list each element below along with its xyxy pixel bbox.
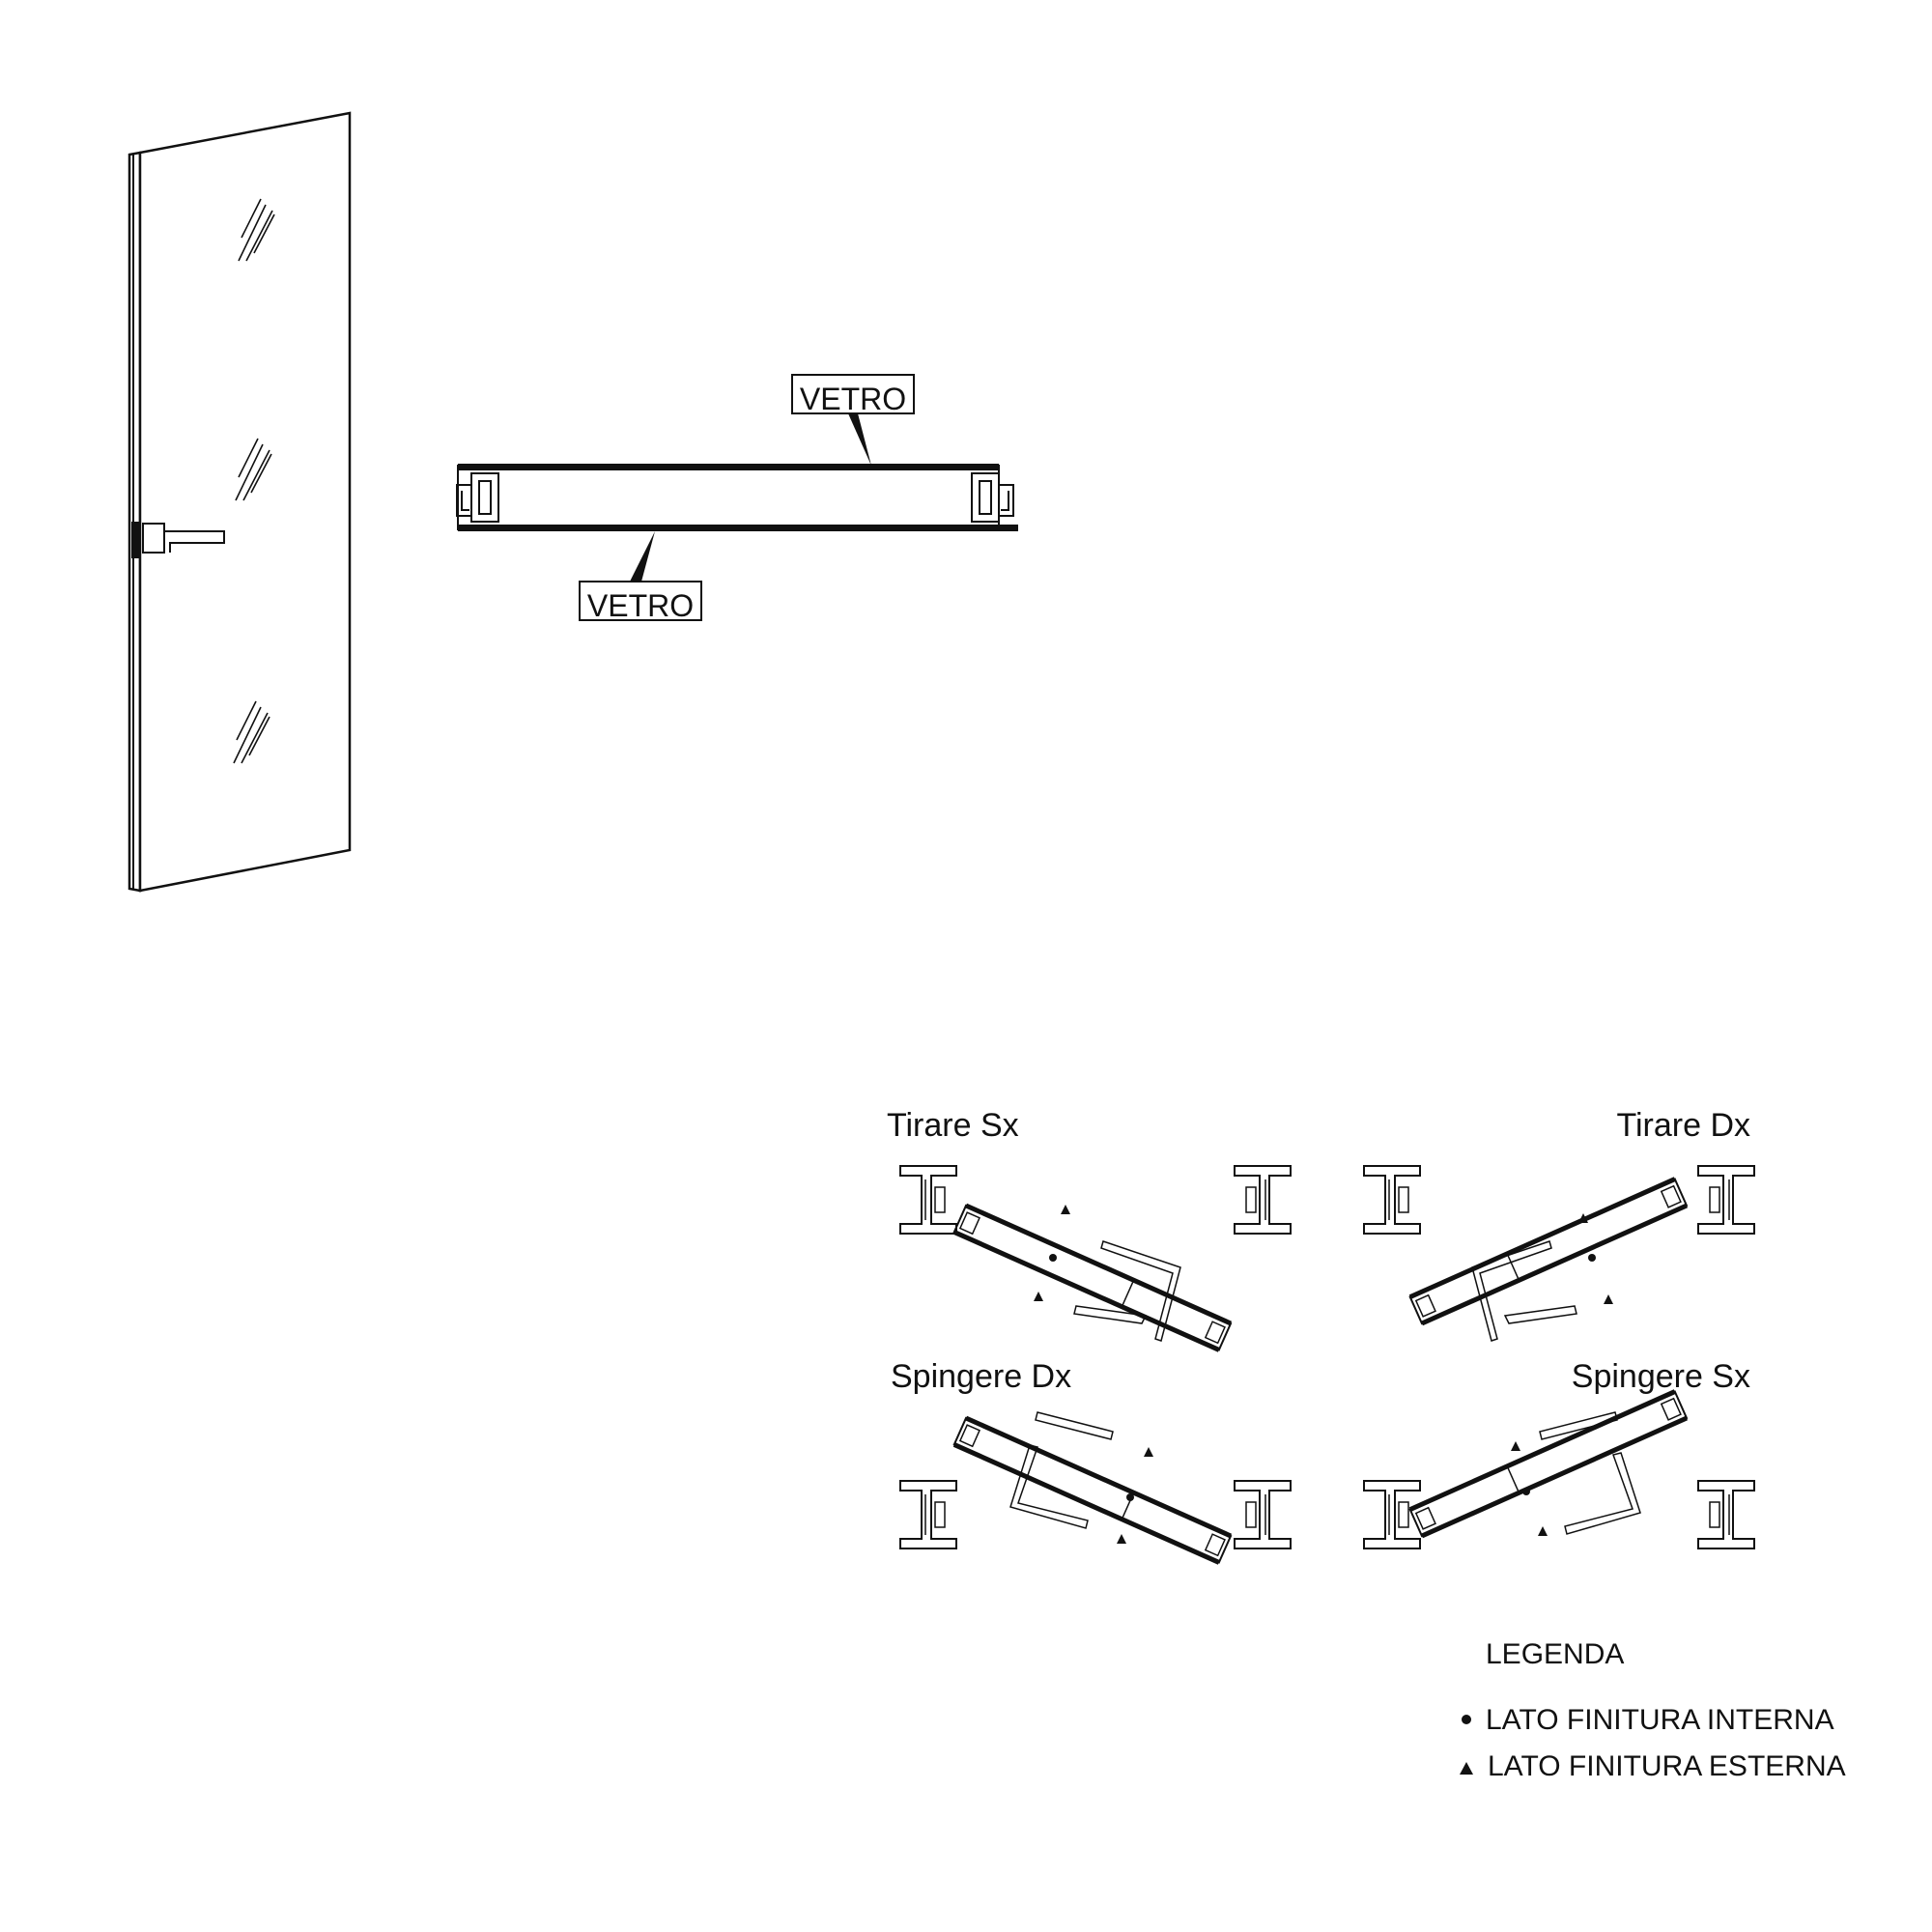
jamb-right: [1697, 1480, 1755, 1549]
jamb-right: [1234, 1480, 1292, 1549]
door-horizontal-section: VETRO VETRO: [456, 374, 1018, 623]
triangle-marker: [1538, 1526, 1548, 1536]
glass-pane-top: [458, 464, 999, 470]
triangle-marker: [1144, 1447, 1153, 1457]
door-leaf: [1410, 1392, 1687, 1536]
label-vetro-top: VETRO: [800, 382, 906, 416]
glass-pane-bottom: [458, 525, 1018, 531]
jamb-right: [1697, 1165, 1755, 1235]
legend-title: LEGENDA: [1486, 1638, 1624, 1670]
opening-directions: Tirare Sx Tirare Dx Spingere Dx: [887, 1107, 1755, 1562]
triangle-marker: [1511, 1441, 1520, 1451]
door-leaf: [954, 1206, 1231, 1350]
glass-reflection-middle: [235, 438, 272, 501]
door-leaf: [1410, 1179, 1687, 1323]
glass-door-leaf: [138, 111, 352, 893]
label-spingere-sx: Spingere Sx: [1572, 1358, 1750, 1395]
jamb-left: [899, 1480, 957, 1549]
opening-spingere-dx: Spingere Dx: [891, 1358, 1292, 1562]
jamb-right: [1234, 1165, 1292, 1235]
dot-marker: [1126, 1493, 1134, 1501]
legend-triangle-symbol: [1460, 1762, 1473, 1775]
label-tirare-dx: Tirare Dx: [1616, 1107, 1750, 1144]
label-vetro-bottom: VETRO: [587, 588, 694, 623]
glass-reflection-bottom: [233, 700, 270, 764]
handle-outline: [1100, 1240, 1181, 1342]
left-profile: [456, 472, 499, 523]
door-elevation: [128, 111, 352, 893]
jamb-left: [1363, 1165, 1421, 1235]
dot-marker: [1522, 1488, 1530, 1495]
glass-reflection-top: [238, 198, 275, 262]
legend-dot-symbol: [1462, 1715, 1471, 1724]
legend-item-esterna: LATO FINITURA ESTERNA: [1488, 1750, 1846, 1782]
dot-marker: [1049, 1254, 1057, 1262]
handle-outline: [1035, 1411, 1114, 1440]
dot-marker: [1588, 1254, 1596, 1262]
legend-item-interna: LATO FINITURA INTERNA: [1486, 1704, 1834, 1736]
jamb-left: [899, 1165, 957, 1235]
handle-outline: [1539, 1411, 1618, 1440]
triangle-marker: [1061, 1205, 1070, 1214]
legend: LEGENDA LATO FINITURA INTERNA LATO FINIT…: [1460, 1638, 1846, 1782]
label-tirare-sx: Tirare Sx: [887, 1107, 1019, 1144]
door-leaf: [954, 1418, 1231, 1562]
triangle-marker: [1034, 1292, 1043, 1301]
label-spingere-dx: Spingere Dx: [891, 1358, 1071, 1395]
callout-bottom: VETRO: [579, 531, 702, 623]
opening-tirare-dx: Tirare Dx: [1363, 1107, 1755, 1342]
section-outline: [457, 465, 1000, 530]
door-handle: [131, 522, 225, 558]
handle-outline: [1471, 1240, 1552, 1342]
triangle-marker: [1117, 1534, 1126, 1544]
triangle-marker: [1578, 1213, 1588, 1223]
right-profile: [971, 472, 1014, 523]
triangle-marker: [1604, 1294, 1613, 1304]
opening-tirare-sx: Tirare Sx: [887, 1107, 1292, 1350]
callout-top: VETRO: [791, 374, 915, 466]
opening-spingere-sx: Spingere Sx: [1363, 1358, 1755, 1549]
